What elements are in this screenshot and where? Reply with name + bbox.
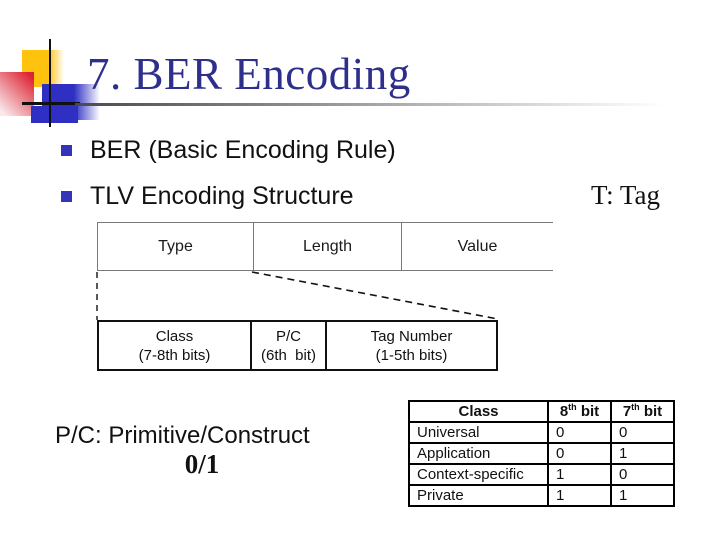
header-bit7: 7th bit bbox=[610, 400, 675, 423]
tlv-cell-type: Type bbox=[158, 237, 193, 255]
header-class: Class bbox=[408, 400, 549, 423]
tlv-structure-diagram: Type Length Value bbox=[97, 222, 553, 271]
cell-class-name: Private bbox=[408, 484, 549, 507]
cell-class-name: Context-specific bbox=[408, 463, 549, 486]
breakdown-cell-class: Class (7-8th bits) bbox=[99, 322, 250, 369]
decoration-vertical-line bbox=[49, 39, 51, 127]
breakdown-cell-tag-number: Tag Number (1-5th bits) bbox=[325, 322, 496, 369]
decoration-horizontal-line bbox=[22, 102, 80, 105]
header-bit8: 8th bit bbox=[547, 400, 612, 423]
table-row: Private 1 1 bbox=[408, 484, 675, 507]
cell-bit7: 0 bbox=[610, 421, 675, 444]
bullet-item-tlv: TLV Encoding Structure bbox=[61, 179, 354, 213]
cell-bit7: 1 bbox=[610, 484, 675, 507]
cell-class-name: Application bbox=[408, 442, 549, 465]
tlv-cell-value: Value bbox=[401, 223, 553, 270]
type-breakdown-diagram: Class (7-8th bits) P/C (6th bit) Tag Num… bbox=[97, 320, 498, 371]
breakdown-pc-bits: (6th bit) bbox=[260, 346, 317, 364]
table-header-row: Class 8th bit 7th bit bbox=[408, 400, 675, 423]
tag-annotation: T: Tag bbox=[591, 180, 661, 210]
dashed-connector-lines bbox=[96, 271, 499, 320]
bullet-square-icon bbox=[61, 145, 72, 156]
title-underline-rule bbox=[75, 103, 665, 106]
pc-value: 0/1 bbox=[184, 449, 220, 479]
bullet-label: BER (Basic Encoding Rule) bbox=[90, 136, 396, 164]
class-bits-table: Class 8th bit 7th bit Universal 0 0 Appl… bbox=[408, 400, 675, 507]
table-row: Context-specific 1 0 bbox=[408, 463, 675, 486]
breakdown-pc-title: P/C bbox=[275, 327, 301, 345]
breakdown-tag-title: Tag Number bbox=[370, 327, 453, 345]
cell-bit7: 0 bbox=[610, 463, 675, 486]
table-row: Universal 0 0 bbox=[408, 421, 675, 444]
cell-bit8: 0 bbox=[547, 442, 612, 465]
bullet-item-ber: BER (Basic Encoding Rule) bbox=[61, 133, 396, 167]
breakdown-class-title: Class bbox=[155, 327, 194, 345]
decoration-red-square bbox=[0, 72, 34, 116]
bullet-square-icon bbox=[61, 191, 72, 202]
cell-bit8: 1 bbox=[547, 484, 612, 507]
breakdown-class-bits: (7-8th bits) bbox=[138, 346, 211, 364]
bullet-label: TLV Encoding Structure bbox=[90, 182, 354, 210]
tlv-cell-length: Length bbox=[253, 223, 401, 270]
cell-bit8: 1 bbox=[547, 463, 612, 486]
breakdown-cell-pc: P/C (6th bit) bbox=[250, 322, 325, 369]
breakdown-tag-bits: (1-5th bits) bbox=[375, 346, 448, 364]
pc-annotation: P/C: Primitive/Construct bbox=[55, 422, 310, 449]
cell-bit7: 1 bbox=[610, 442, 675, 465]
page-title: 7. BER Encoding bbox=[87, 49, 411, 99]
cell-bit8: 0 bbox=[547, 421, 612, 444]
table-row: Application 0 1 bbox=[408, 442, 675, 465]
decoration-blue-square-small bbox=[31, 106, 78, 123]
cell-class-name: Universal bbox=[408, 421, 549, 444]
